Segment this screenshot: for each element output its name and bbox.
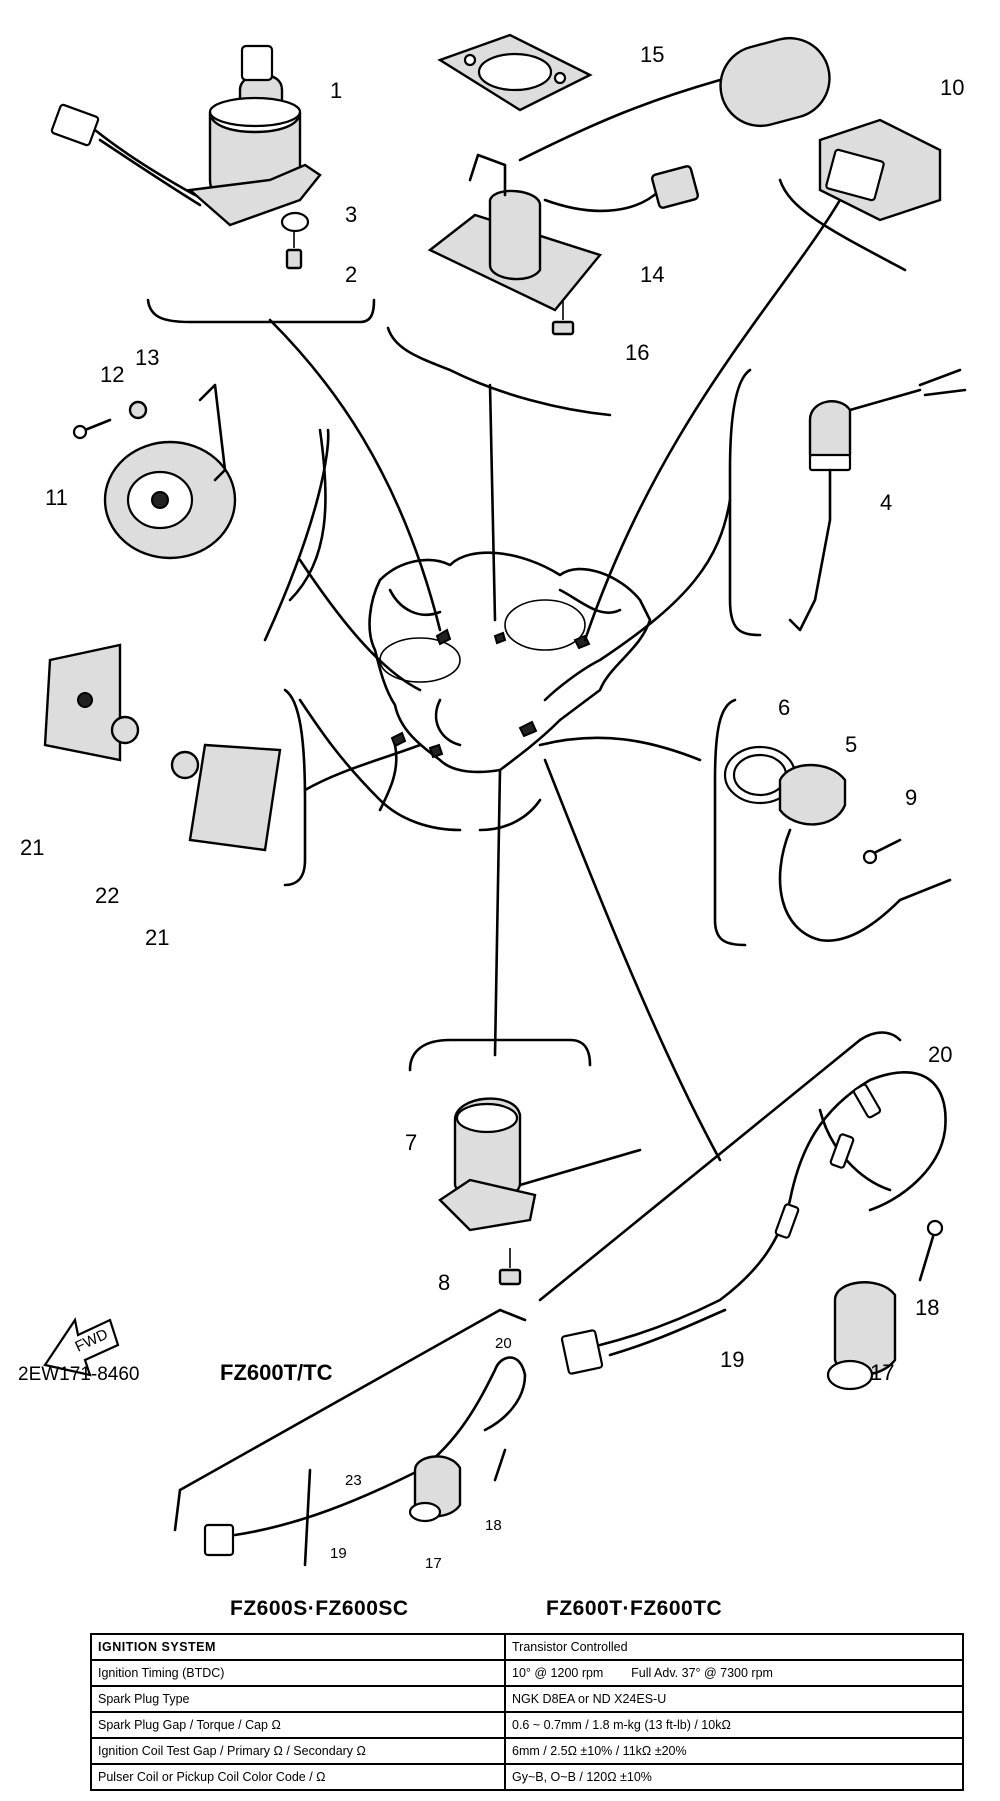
bolt-8 (498, 1248, 522, 1286)
callout-3: 3 (345, 202, 357, 227)
callout-5: 5 (845, 732, 857, 757)
screw-9 (862, 838, 902, 865)
inset-label: FZ600T/TC (220, 1360, 333, 1385)
callout-8: 8 (438, 1270, 450, 1295)
callout-19-inset: 19 (330, 1545, 347, 1562)
main-switch (50, 44, 322, 227)
spec-param: IGNITION SYSTEM (90, 1633, 506, 1661)
callout-22: 22 (95, 883, 119, 908)
spec-param: Ignition Coil Test Gap / Primary Ω / Sec… (90, 1737, 506, 1765)
callout-14: 14 (640, 262, 664, 287)
screw-2 (285, 232, 303, 270)
horn-11 (103, 383, 237, 560)
ignition-spec-table: IGNITION SYSTEM Transistor Controlled Ig… (90, 1633, 964, 1791)
spec-row: Spark Plug Gap / Torque / Cap Ω 0.6 ~ 0.… (90, 1711, 964, 1739)
neutral-switch-4 (788, 368, 967, 632)
callout-18: 18 (915, 1295, 939, 1320)
callout-2: 2 (345, 262, 357, 287)
electrical-parts-diagram: FWD 1 2 3 4 5 6 7 8 9 10 11 12 13 14 15 … (18, 33, 967, 1572)
part-code: 2EW171-8460 (18, 1364, 139, 1385)
nut-22a (110, 715, 140, 745)
callout-10: 10 (940, 75, 964, 100)
spec-row: IGNITION SYSTEM Transistor Controlled (90, 1633, 964, 1661)
callout-7: 7 (405, 1130, 417, 1155)
model-heading-left: FZ600S·FZ600SC (230, 1597, 409, 1620)
spec-param: Ignition Timing (BTDC) (90, 1659, 506, 1687)
nut-22b (170, 750, 200, 780)
callout-15: 15 (640, 42, 664, 67)
callout-17-inset: 17 (425, 1555, 442, 1572)
spec-param: Spark Plug Gap / Torque / Cap Ω (90, 1711, 506, 1739)
fuel-sender-14 (427, 36, 831, 312)
callout-13: 13 (135, 345, 159, 370)
sensor-5 (778, 763, 952, 942)
callout-20-inset: 20 (495, 1335, 512, 1352)
callout-11: 11 (45, 485, 68, 510)
callout-9: 9 (905, 785, 917, 810)
washer-3 (280, 211, 310, 233)
spec-value: 6mm / 2.5Ω ±10% / 11kΩ ±20% (504, 1737, 964, 1765)
callout-4: 4 (880, 490, 892, 515)
reflector-21-side (188, 743, 282, 852)
pickup-coil-harness (560, 1071, 947, 1391)
callout-labels: 1 2 3 4 5 6 7 8 9 10 11 12 13 14 15 16 1… (20, 42, 964, 1572)
inset-fz600t (173, 1308, 527, 1567)
nut-13 (128, 400, 148, 420)
leader-lines (268, 198, 842, 1162)
bolt-12 (72, 418, 112, 440)
spec-value: 0.6 ~ 0.7mm / 1.8 m-kg (13 ft-lb) / 10kΩ (504, 1711, 964, 1739)
callout-21a: 21 (20, 835, 44, 860)
spec-value: Transistor Controlled (504, 1633, 964, 1661)
relay-10 (818, 118, 942, 222)
model-heading-right: FZ600T·FZ600TC (546, 1597, 723, 1620)
bolt-16 (551, 300, 575, 336)
spec-value: NGK D8EA or ND X24ES-U (504, 1685, 964, 1713)
spec-row: Ignition Coil Test Gap / Primary Ω / Sec… (90, 1737, 964, 1765)
callout-17: 17 (870, 1360, 894, 1385)
gasket-15 (437, 33, 593, 112)
spec-row: Spark Plug Type NGK D8EA or ND X24ES-U (90, 1685, 964, 1713)
callout-18-inset: 18 (485, 1517, 502, 1534)
motorcycle-outline (298, 551, 652, 832)
starter-relay-7 (438, 1097, 642, 1232)
callout-1: 1 (330, 78, 342, 103)
spec-row: Pulser Coil or Pickup Coil Color Code / … (90, 1763, 964, 1791)
callout-19: 19 (720, 1347, 744, 1372)
callout-6: 6 (778, 695, 790, 720)
callout-12: 12 (100, 362, 124, 387)
spec-value: 10° @ 1200 rpm Full Adv. 37° @ 7300 rpm (504, 1659, 964, 1687)
callout-23-inset: 23 (345, 1472, 362, 1489)
callout-16: 16 (625, 340, 649, 365)
reflector-21-rear (43, 643, 122, 762)
o-ring-6 (723, 745, 797, 805)
model-headings: FZ600S·FZ600SC FZ600T·FZ600TC (0, 1597, 1000, 1629)
spec-row: Ignition Timing (BTDC) 10° @ 1200 rpm Fu… (90, 1659, 964, 1687)
callout-21b: 21 (145, 925, 169, 950)
spec-value: Gy~B, O~B / 120Ω ±10% (504, 1763, 964, 1791)
callout-20: 20 (928, 1042, 952, 1067)
group-brackets (146, 178, 907, 1302)
spec-param: Spark Plug Type (90, 1685, 506, 1713)
spec-param: Pulser Coil or Pickup Coil Color Code / … (90, 1763, 506, 1791)
